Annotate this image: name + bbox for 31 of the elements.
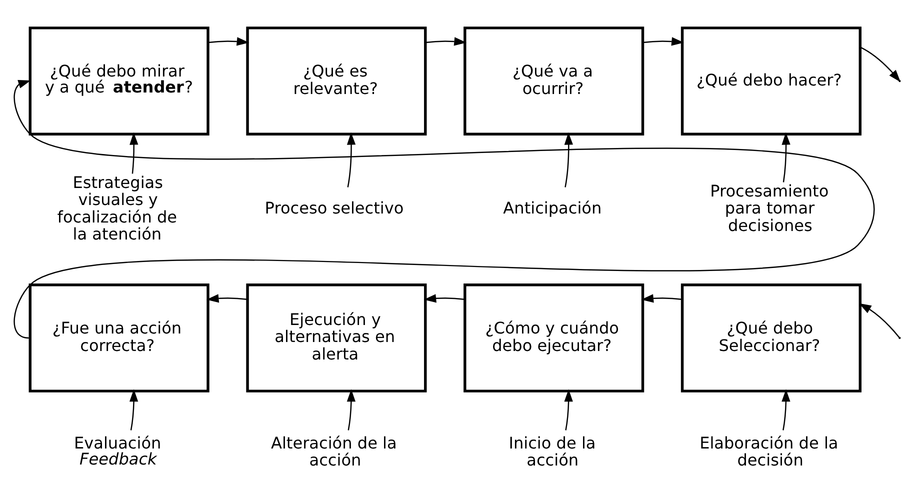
- node-box: ¿Qué va a ocurrir?: [464, 26, 644, 136]
- node-text: Evaluación Feedback: [74, 432, 162, 468]
- node-text: Anticipación: [503, 198, 602, 218]
- arrow: [130, 132, 138, 174]
- arrow: [346, 388, 356, 430]
- arrow: [129, 388, 138, 430]
- arrow: [782, 388, 790, 430]
- arrow: [206, 294, 248, 302]
- arrow: [426, 36, 467, 46]
- arrow: [782, 132, 790, 182]
- node-text: Procesamiento para tomar decisiones: [710, 180, 829, 234]
- node-box: ¿Qué es relevante?: [246, 26, 427, 136]
- node-box: ¿Qué debo hacer?: [680, 26, 862, 136]
- arrow: [641, 294, 682, 302]
- arrow: [858, 302, 900, 338]
- arrow: [564, 132, 573, 187]
- node-box: ¿Cómo y cuándo debo ejecutar?: [464, 283, 644, 392]
- node-box: Ejecución y alternativas en alerta: [246, 283, 427, 392]
- arrow: [642, 36, 684, 46]
- node-text: Estrategias visuales y focalización de la atención: [57, 172, 178, 244]
- arrow: [346, 132, 356, 187]
- node-text: Alteración de la acción: [270, 432, 397, 470]
- arrow: [208, 36, 250, 46]
- arrow: [424, 294, 465, 302]
- node-text: Proceso selectivo: [264, 198, 404, 218]
- node-text: Inicio de la acción: [508, 432, 596, 470]
- node-box: ¿Fue una acción correcta?: [28, 283, 210, 392]
- arrow: [564, 388, 573, 430]
- node-box: ¿Qué debo Seleccionar?: [680, 283, 862, 392]
- node-box: ¿Qué debo mirar y a qué atender?: [28, 26, 210, 136]
- node-text: Elaboración de la decisión: [700, 432, 838, 470]
